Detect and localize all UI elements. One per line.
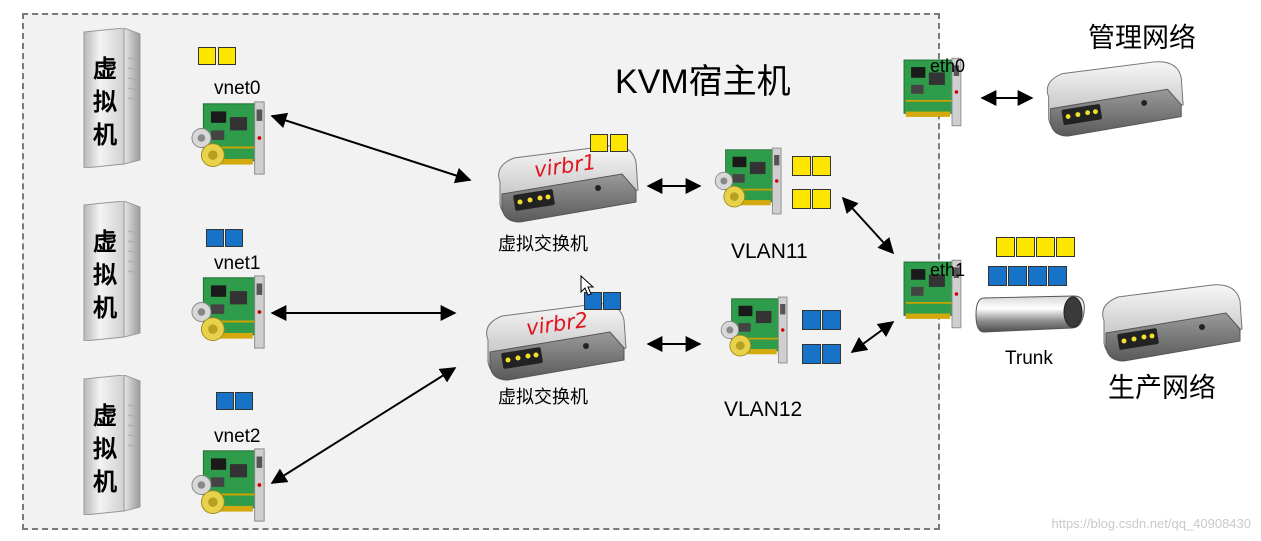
vm-server: 虚拟机 xyxy=(82,201,142,341)
vm-label-char: 机 xyxy=(93,468,117,496)
trunk-tag-square xyxy=(996,237,1015,257)
link-vlan12-eth1 xyxy=(850,321,895,353)
vnet0-tag-square xyxy=(218,47,236,65)
prod-network-switch-icon xyxy=(1094,282,1244,369)
virbr2-label: 虚拟交换机 xyxy=(498,387,588,407)
vlan11-tag-square xyxy=(792,189,811,209)
eth0-label: eth0 xyxy=(930,56,966,76)
vlan12-tag-square xyxy=(822,344,841,364)
eth1-label: eth1 xyxy=(930,260,966,280)
vlan12-tag-square xyxy=(802,310,821,330)
vnet1-tag-square xyxy=(206,229,224,247)
vm-label-char: 机 xyxy=(93,294,117,322)
prod-network-label: 生产网络 xyxy=(1108,373,1216,403)
kvm-host-boundary xyxy=(22,13,940,530)
vm-label: 虚拟机 xyxy=(90,53,120,152)
trunk-tag-square xyxy=(1056,237,1075,257)
eth0-nic-icon xyxy=(888,50,968,139)
vnet0-label: vnet0 xyxy=(214,78,261,99)
vm-label-char: 虚 xyxy=(93,228,117,256)
trunk-tag-square xyxy=(1036,237,1055,257)
vlan11-tag-square xyxy=(812,156,831,176)
virbr2-tag-square xyxy=(584,292,602,310)
vlan11-label: VLAN11 xyxy=(731,240,808,263)
eth1-nic-icon xyxy=(888,252,968,341)
virbr2-switch-icon xyxy=(478,300,628,389)
vnet2-label: vnet2 xyxy=(214,426,261,447)
vnet2-nic-icon xyxy=(186,447,272,528)
mgmt-network-label: 管理网络 xyxy=(1088,23,1196,53)
vnet1-nic-icon xyxy=(186,274,272,355)
vnet1-label: vnet1 xyxy=(214,253,261,274)
trunk-tag-square xyxy=(1008,266,1027,286)
trunk-tag-square xyxy=(1048,266,1067,286)
link-vnet0-virbr1 xyxy=(270,112,472,184)
vm-server: 虚拟机 xyxy=(82,375,142,515)
cursor-icon xyxy=(580,275,595,296)
trunk-tag-square xyxy=(988,266,1007,286)
watermark: https://blog.csdn.net/qq_40908430 xyxy=(1051,516,1252,531)
vlan12-tag-square xyxy=(822,310,841,330)
mgmt-network-switch-icon xyxy=(1036,60,1188,143)
virbr1-tag-square xyxy=(590,134,608,152)
vnet2-tag-square xyxy=(235,392,253,410)
vnet0-nic-icon xyxy=(186,100,272,181)
vlan11-tag-square xyxy=(812,189,831,209)
vm-label-char: 拟 xyxy=(93,435,117,463)
link-vnet2-virbr2 xyxy=(270,367,457,484)
vm-label-char: 虚 xyxy=(93,55,117,83)
vm-label: 虚拟机 xyxy=(90,226,120,325)
link-vlan11-eth1 xyxy=(841,196,895,255)
vm-label: 虚拟机 xyxy=(90,400,120,499)
trunk-label: Trunk xyxy=(1005,348,1053,369)
virbr2-tag-square xyxy=(603,292,621,310)
vlan11-nic-icon xyxy=(710,145,788,222)
vm-server: 虚拟机 xyxy=(82,28,142,168)
virbr1-tag-square xyxy=(610,134,628,152)
vnet0-tag-square xyxy=(198,47,216,65)
vlan12-label: VLAN12 xyxy=(724,398,803,421)
vnet2-tag-square xyxy=(216,392,234,410)
virbr1-switch-icon xyxy=(490,142,640,231)
trunk-tag-square xyxy=(1028,266,1047,286)
vm-label-char: 机 xyxy=(93,121,117,149)
vm-label-char: 虚 xyxy=(93,402,117,430)
trunk-pipe-icon xyxy=(975,295,1085,333)
vlan12-tag-square xyxy=(802,344,821,364)
vm-label-char: 拟 xyxy=(93,88,117,116)
vm-label-char: 拟 xyxy=(93,261,117,289)
host-title: KVM宿主机 xyxy=(615,63,791,101)
vnet1-tag-square xyxy=(225,229,243,247)
vlan12-nic-icon xyxy=(716,294,794,371)
virbr1-label: 虚拟交换机 xyxy=(498,234,588,254)
trunk-tag-square xyxy=(1016,237,1035,257)
vlan11-tag-square xyxy=(792,156,811,176)
